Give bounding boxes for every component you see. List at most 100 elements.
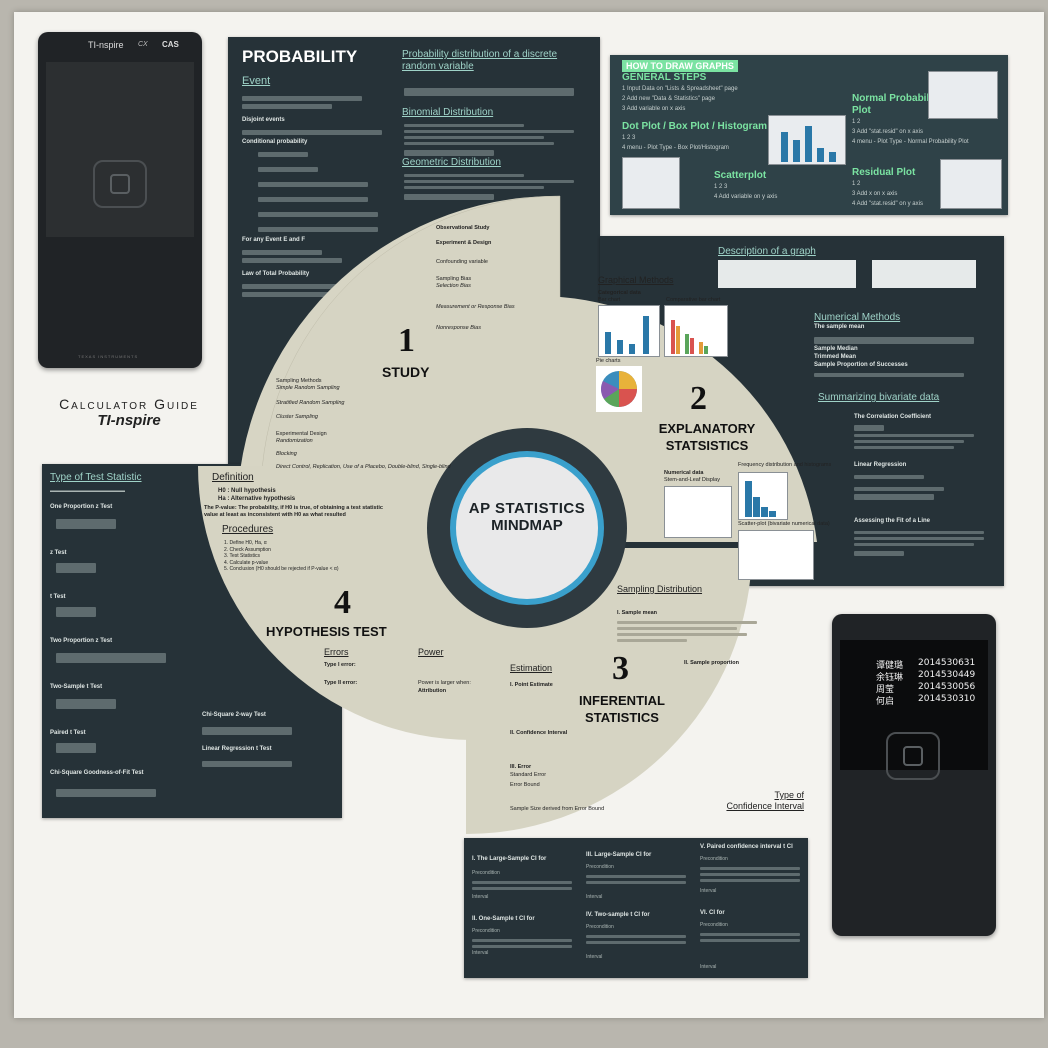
error-bound: Error Bound [510, 782, 540, 788]
residual-4: 4 Add "stat.resid" on y axis [852, 201, 923, 207]
simple-random-sampling: Simple Random Sampling [276, 385, 340, 391]
residual-steps: 1 2 [852, 181, 861, 187]
ci4-precondition: Precondition [586, 924, 614, 930]
ci3-precondition: Precondition [586, 864, 614, 870]
member-3-name: 周莹 [876, 685, 895, 695]
numerical-data: Numerical data [664, 470, 704, 476]
dotplot-screenshot [622, 157, 680, 209]
scatterplot-heading: Scatterplot [714, 170, 767, 181]
step-3: 3 Add variable on x axis [622, 106, 686, 112]
scatterplot-label: Scatter-plot (bivariate numerical data) [738, 521, 830, 527]
how-to-draw-title: HOW TO DRAW GRAPHS [622, 60, 738, 72]
ci-type-title-1: Type of [774, 790, 804, 800]
pie-chart-thumbnail [596, 366, 642, 412]
standard-error: Standard Error [510, 772, 547, 778]
ci-two-sample-t: IV. Two-sample t CI for [586, 912, 650, 918]
quadrant-4-number: 4 [334, 584, 351, 621]
residual-3: 3 Add x on x axis [852, 191, 898, 197]
residual-heading: Residual Plot [852, 167, 916, 178]
point-estimate: I. Point Estimate [510, 682, 553, 688]
histogram-screenshot [768, 115, 846, 165]
two-proportion-test: Two Proportion z Test [50, 638, 113, 644]
member-2-name: 余钰琳 [876, 673, 904, 683]
nonresponse-bias: Nonresponse Bias [436, 325, 481, 331]
ci4-interval: Interval [586, 954, 603, 960]
member-3-id: 2014530056 [918, 682, 976, 692]
randomization: Randomization [276, 438, 313, 444]
two-sample-t-test: Two-Sample t Test [50, 684, 103, 690]
alternative-hypothesis: Ha : Alternative hypothesis [218, 496, 296, 502]
cluster-sampling: Cluster Sampling [276, 414, 318, 420]
trimmed-mean: Trimmed Mean [814, 354, 857, 360]
sample-mean-dist: I. Sample mean [617, 610, 658, 616]
step-1: 1 Input Data on "Lists & Spreadsheet" pa… [622, 86, 738, 92]
stem-leaf-label: Stem-and-Leaf Display [664, 477, 720, 483]
ci-large-sample: I. The Large-Sample CI for [472, 856, 547, 862]
fit-of-line: Assessing the Fit of a Line [854, 518, 931, 524]
ci1-interval: Interval [472, 894, 489, 900]
sample-mean: The sample mean [814, 324, 865, 330]
ci2-interval: Interval [472, 950, 489, 956]
ci-type-title-2: Confidence Interval [726, 801, 804, 811]
bar-chart-label: Bar chart [598, 297, 621, 303]
null-hypothesis: H0 : Null hypothesis [218, 488, 276, 494]
paired-t-test: Paired t Test [50, 730, 86, 736]
quadrant-1-number: 1 [398, 322, 415, 359]
type-1-error: Type I error: [324, 662, 356, 668]
categorical-data: Categorical data [598, 290, 641, 296]
procedure-3: 3. Test Statistics [224, 553, 261, 559]
measurement-bias: Measurement or Response Bias [436, 304, 515, 310]
quadrant-3-label-2: STATISTICS [585, 710, 659, 725]
bar-chart-thumbnail [598, 305, 660, 357]
definition-heading: Definition [212, 472, 254, 483]
observational-study: Observational Study [436, 225, 490, 231]
histogram-thumbnail [738, 472, 788, 520]
calc-maker: TEXAS INSTRUMENTS [78, 354, 139, 359]
guide-title: Calculator Guide [59, 396, 199, 412]
sample-median: Sample Median [814, 346, 858, 352]
dotplot-steps: 1 2 3 [622, 135, 636, 141]
conditional-heading: Conditional probability [242, 139, 308, 145]
estimation-heading: Estimation [510, 663, 553, 673]
chi-square-2way: Chi-Square 2-way Test [202, 712, 266, 718]
ci3-interval: Interval [586, 894, 603, 900]
ci2-precondition: Precondition [472, 928, 500, 934]
numerical-heading: Numerical Methods [814, 312, 901, 323]
procedure-4: 4. Calculate p-value [224, 559, 269, 566]
normal-screenshot [928, 71, 998, 119]
calculator-right: 谭健璐 2014530631 余钰琳 2014530449 周莹 2014530… [832, 614, 996, 936]
type-2-error: Type II error: [324, 680, 358, 686]
quadrant-4-label: HYPOTHESIS TEST [266, 624, 387, 639]
selection-bias: Selection Bias [436, 283, 471, 289]
sample-proportion-dist: II. Sample proportion [684, 660, 740, 666]
general-steps: GENERAL STEPS [622, 72, 707, 83]
stem-leaf-thumbnail [664, 486, 732, 538]
attribution: Attribution [418, 688, 447, 694]
center-title-1: AP STATISTICS [468, 500, 586, 517]
ci5-interval: Interval [700, 888, 717, 894]
touchpad-icon [93, 160, 147, 208]
direct-control: Direct Control, Replication, Use of a Pl… [276, 464, 451, 470]
scatterplot-thumbnail [738, 530, 814, 580]
sampling-distribution: Sampling Distribution [617, 584, 703, 594]
ci6-interval: Interval [700, 964, 717, 970]
any-event-heading: For any Event E and F [242, 237, 306, 243]
calc-cas: CAS [162, 40, 179, 49]
discrete-heading: Probability distribution of a discrete r… [402, 49, 558, 72]
quadrant-1-label: STUDY [382, 364, 430, 380]
errors-heading: Errors [324, 647, 349, 657]
normal-steps: 1 2 [852, 119, 861, 125]
ci-one-sample-t: II. One-Sample t CI for [472, 916, 535, 922]
sample-proportion: Sample Proportion of Successes [814, 362, 908, 368]
comparative-bar-label: Comparative bar chart [666, 297, 721, 303]
procedure-2: 2. Check Assumption [224, 546, 271, 553]
comparative-bar-thumbnail [664, 305, 728, 357]
binomial-heading: Binomial Distribution [402, 107, 494, 118]
pie-chart-label: Pie charts [596, 358, 621, 364]
frequency-label: Frequency distribution and histograms [738, 462, 832, 468]
t-test: t Test [50, 594, 66, 600]
ci5-precondition: Precondition [700, 856, 728, 862]
experimental-design: Experimental Design [276, 431, 327, 437]
member-4-name: 何启 [876, 697, 895, 707]
confidence-interval-panel: I. The Large-Sample CI for Precondition … [464, 838, 808, 978]
